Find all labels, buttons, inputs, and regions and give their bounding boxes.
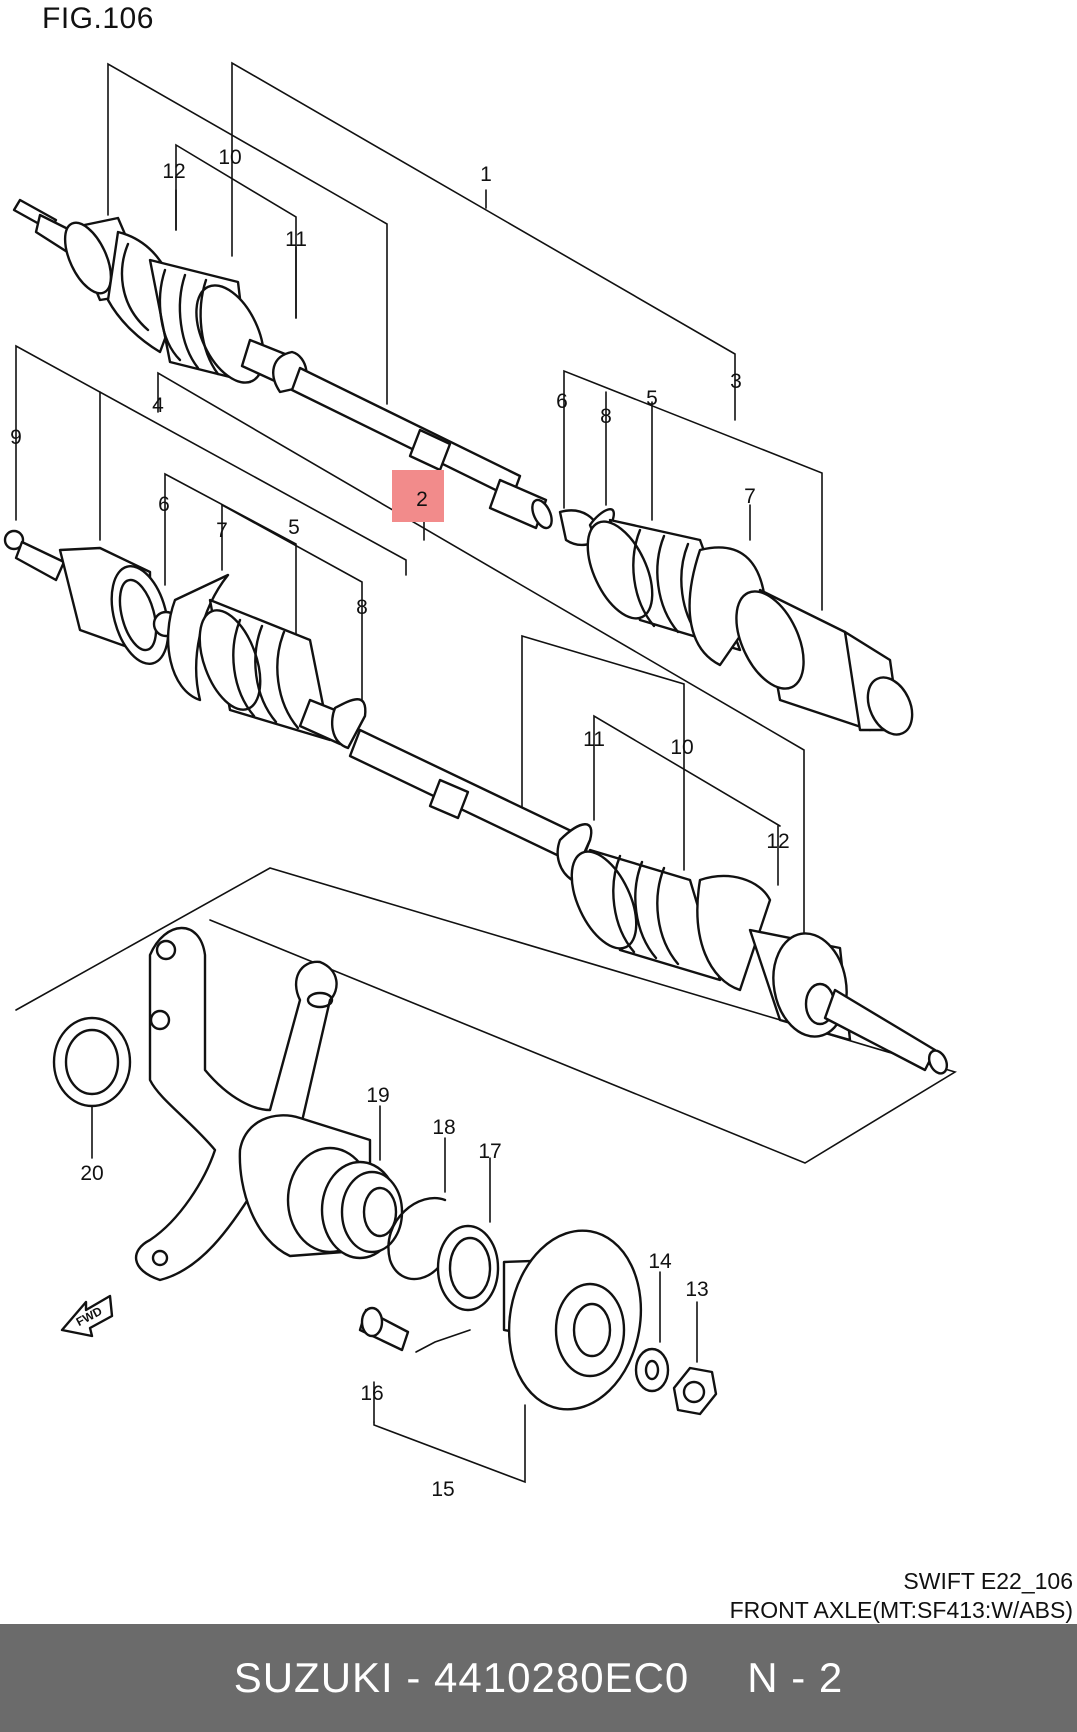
lower-driveshaft [3, 529, 949, 1075]
callout-16: 16 [360, 1382, 383, 1405]
callout-labels: 1 2 3 4 5 5 6 6 7 7 8 8 9 10 10 11 11 12… [10, 146, 790, 1501]
callout-13: 13 [685, 1278, 708, 1301]
callout-5-lower: 5 [288, 516, 300, 539]
footer-part-number: SUZUKI - 4410280EC0 [233, 1654, 690, 1701]
callout-11-lower: 11 [583, 728, 605, 751]
callout-7-lower: 7 [216, 519, 228, 542]
callout-14: 14 [648, 1250, 672, 1273]
callout-12-lower: 12 [766, 830, 789, 853]
axle-exploded-diagram: FWD 1 2 3 4 5 5 6 6 7 7 8 8 9 10 10 11 1… [3, 61, 957, 1501]
knuckle-hub-assembly [52, 926, 718, 1416]
footer-bar: SUZUKI - 4410280EC0 N - 2 [0, 1624, 1077, 1732]
callout-12-upper: 12 [162, 160, 185, 183]
callout-10-upper: 10 [218, 146, 241, 169]
callout-6-lower: 6 [158, 493, 170, 516]
figure-title: FIG.106 [42, 2, 154, 35]
callout-3: 3 [730, 370, 742, 393]
callout-5-upper: 5 [646, 387, 658, 410]
callout-2-highlight [392, 470, 444, 522]
callout-17: 17 [478, 1140, 501, 1163]
caption-model: SWIFT E22_106 [903, 1568, 1073, 1594]
callout-18: 18 [432, 1116, 455, 1139]
callout-2: 2 [416, 488, 428, 511]
callout-4: 4 [152, 394, 164, 417]
callout-10-lower: 10 [670, 736, 693, 759]
callout-8-upper: 8 [600, 405, 612, 428]
upper-driveshaft [12, 198, 914, 736]
callout-6-upper: 6 [556, 390, 568, 413]
callout-7-upper: 7 [744, 485, 756, 508]
callout-8-lower: 8 [356, 596, 368, 619]
callout-11-upper: 11 [285, 228, 307, 251]
leader-lines [15, 61, 957, 1484]
caption-description: FRONT AXLE(MT:SF413:W/ABS) [729, 1597, 1073, 1623]
callout-19: 19 [366, 1084, 389, 1107]
diagram-caption: SWIFT E22_106 FRONT AXLE(MT:SF413:W/ABS) [730, 1567, 1073, 1625]
callout-15: 15 [431, 1478, 454, 1501]
callout-20: 20 [80, 1162, 103, 1185]
footer-page-ref: N - 2 [747, 1654, 844, 1701]
callout-1: 1 [480, 163, 492, 186]
callout-9: 9 [10, 426, 22, 449]
fwd-arrow: FWD [60, 1294, 114, 1338]
